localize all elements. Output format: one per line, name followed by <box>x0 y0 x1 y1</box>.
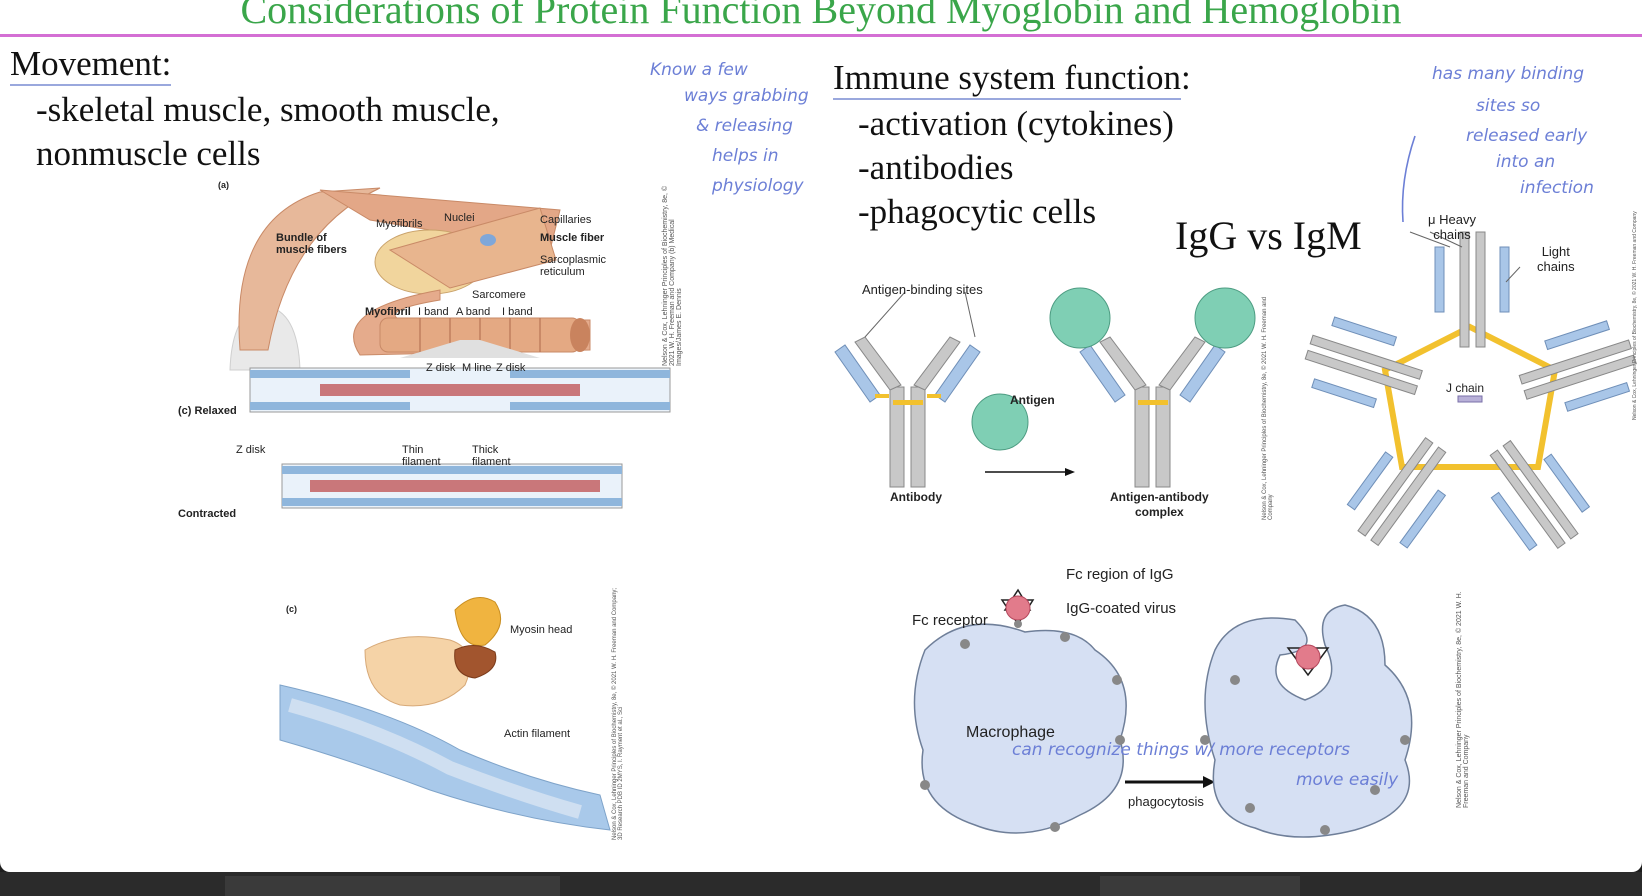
antibody-figure <box>834 287 1256 488</box>
label-sarcoplasmic: Sarcoplasmic reticulum <box>540 254 607 278</box>
label-heavy-chains: μ Heavy chains <box>1428 212 1476 242</box>
label-i-band-2: I band <box>502 306 533 318</box>
label-bundle: Bundle of muscle fibers <box>276 232 347 256</box>
movement-heading: Movement: <box>10 44 172 86</box>
note-right-3: released early <box>1466 126 1588 146</box>
movement-heading-text: Movement: <box>10 44 172 86</box>
igm-credit: Nelson & Cox, Lehninger Principles of Bi… <box>1632 211 1638 420</box>
muscle-credit: Nelson & Cox, Lehninger Principles of Bi… <box>662 185 683 366</box>
igg-vs-igm: IgG vs IgM <box>1175 213 1362 258</box>
immune-item-activation: -activation (cytokines) <box>858 104 1174 143</box>
label-fc-receptor: Fc receptor <box>912 612 988 629</box>
label-sarcomere: Sarcomere <box>472 289 526 301</box>
label-j-chain: J chain <box>1446 381 1485 395</box>
slide-title: Considerations of Protein Function Beyon… <box>240 0 1402 32</box>
note-left-2: ways grabbing <box>684 86 809 106</box>
label-i-band: I band <box>418 306 449 318</box>
bottom-bar-segment <box>225 876 560 896</box>
panel-a: (a) <box>218 180 229 190</box>
note-right-2: sites so <box>1476 96 1541 116</box>
phago-credit: Nelson & Cox, Lehninger Principles of Bi… <box>1456 591 1470 808</box>
slide: Considerations of Protein Function Beyon… <box>0 0 1642 872</box>
label-z-disk: Z disk <box>426 362 456 374</box>
note-left-3: & releasing <box>696 116 793 136</box>
label-macrophage: Macrophage <box>966 724 1055 741</box>
label-z-disk-2: Z disk <box>496 362 526 374</box>
bottom-bar <box>0 872 1642 896</box>
bottom-bar-segment <box>1100 876 1300 896</box>
label-phagocytosis: phagocytosis <box>1128 794 1204 809</box>
label-antibody: Antibody <box>890 490 942 504</box>
note-bottom-1: can recognize things w/ more receptors <box>1012 740 1351 760</box>
myosin-credit: Nelson & Cox, Lehninger Principles of Bi… <box>612 587 624 840</box>
label-capillaries: Capillaries <box>540 214 592 226</box>
note-left-5: physiology <box>712 176 804 196</box>
label-relaxed: (c) Relaxed <box>178 405 237 417</box>
immune-heading-colon: : <box>1181 58 1191 97</box>
muscle-figure <box>229 187 671 509</box>
note-left-4: helps in <box>712 146 779 166</box>
myosin-figure <box>279 597 611 831</box>
igm-figure <box>1304 231 1637 552</box>
title-rule <box>0 34 1642 37</box>
antibody-credit: Nelson & Cox, Lehninger Principles of Bi… <box>1262 296 1274 520</box>
label-complex: Antigen-antibody complex <box>1110 490 1209 519</box>
label-myofibrils: Myofibrils <box>376 218 423 230</box>
note-left-1: Know a few <box>650 60 748 80</box>
movement-line-1: -skeletal muscle, smooth muscle, <box>36 90 500 129</box>
label-z-disk-3: Z disk <box>236 444 266 456</box>
label-antigen: Antigen <box>1010 393 1055 407</box>
label-virus: IgG-coated virus <box>1066 600 1177 617</box>
label-myosin-head: Myosin head <box>510 624 573 636</box>
phagocytosis-figure <box>913 588 1413 838</box>
label-binding-sites: Antigen-binding sites <box>862 282 983 297</box>
label-m-line: M line <box>462 362 492 374</box>
immune-item-phagocytic: -phagocytic cells <box>858 192 1097 231</box>
immune-heading: Immune system function: <box>833 58 1191 100</box>
note-right-5: infection <box>1520 178 1594 198</box>
label-actin: Actin filament <box>504 728 571 740</box>
label-contracted: Contracted <box>178 508 237 520</box>
panel-c: (c) <box>286 604 297 614</box>
label-nuclei: Nuclei <box>444 212 475 224</box>
label-light-chains: Light chains <box>1537 244 1575 274</box>
label-myofibril: Myofibril <box>365 306 411 318</box>
ink-strokes <box>1401 135 1416 223</box>
movement-line-2: nonmuscle cells <box>36 134 261 173</box>
immune-heading-text: Immune system function <box>833 58 1182 100</box>
label-muscle-fiber: Muscle fiber <box>540 232 605 244</box>
label-fc-region: Fc region of IgG <box>1066 566 1174 583</box>
label-thick-filament: Thick filament <box>472 444 511 468</box>
label-a-band: A band <box>456 306 491 318</box>
note-right-1: has many binding <box>1432 64 1585 84</box>
label-thin-filament: Thin filament <box>402 444 441 468</box>
immune-item-antibodies: -antibodies <box>858 148 1014 187</box>
note-right-4: into an <box>1496 152 1556 172</box>
note-bottom-2: move easily <box>1296 770 1399 790</box>
